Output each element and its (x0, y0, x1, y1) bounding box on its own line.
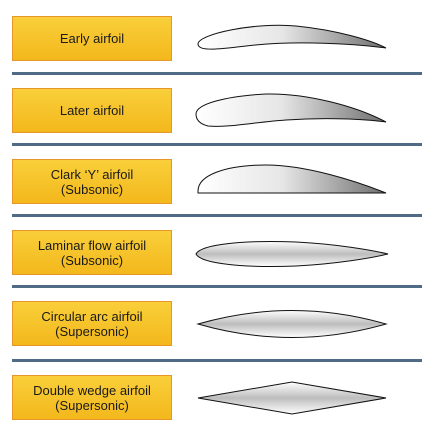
airfoil-label-text: Clark ‘Y’ airfoil (Subsonic) (50, 166, 134, 197)
circular-arc-airfoil-shape (196, 310, 388, 338)
later-airfoil-shape (195, 93, 387, 127)
airfoil-label: Clark ‘Y’ airfoil (Subsonic) (12, 159, 172, 204)
airfoil-label: Circular arc airfoil (Supersonic) (12, 301, 172, 346)
airfoil-label-text: Double wedge airfoil (Supersonic) (33, 382, 151, 413)
airfoil-label: Laminar flow airfoil (Subsonic) (12, 230, 172, 275)
divider (12, 359, 422, 362)
airfoil-label: Early airfoil (12, 16, 172, 61)
divider (12, 143, 422, 146)
airfoil-label: Later airfoil (12, 88, 172, 133)
airfoil-label-text: Circular arc airfoil (Supersonic) (41, 308, 143, 339)
airfoil-label-text: Later airfoil (59, 103, 125, 118)
laminar-flow-airfoil-shape (195, 241, 389, 267)
divider (12, 214, 422, 217)
airfoil-label: Double wedge airfoil (Supersonic) (12, 375, 172, 420)
double-wedge-airfoil-shape (197, 381, 387, 415)
airfoil-label-text: Laminar flow airfoil (Subsonic) (37, 237, 147, 268)
airfoil-label-text: Early airfoil (59, 31, 125, 46)
clark-y-airfoil-shape (197, 164, 387, 194)
divider (12, 72, 422, 75)
divider (12, 285, 422, 288)
early-airfoil-shape (197, 24, 387, 50)
